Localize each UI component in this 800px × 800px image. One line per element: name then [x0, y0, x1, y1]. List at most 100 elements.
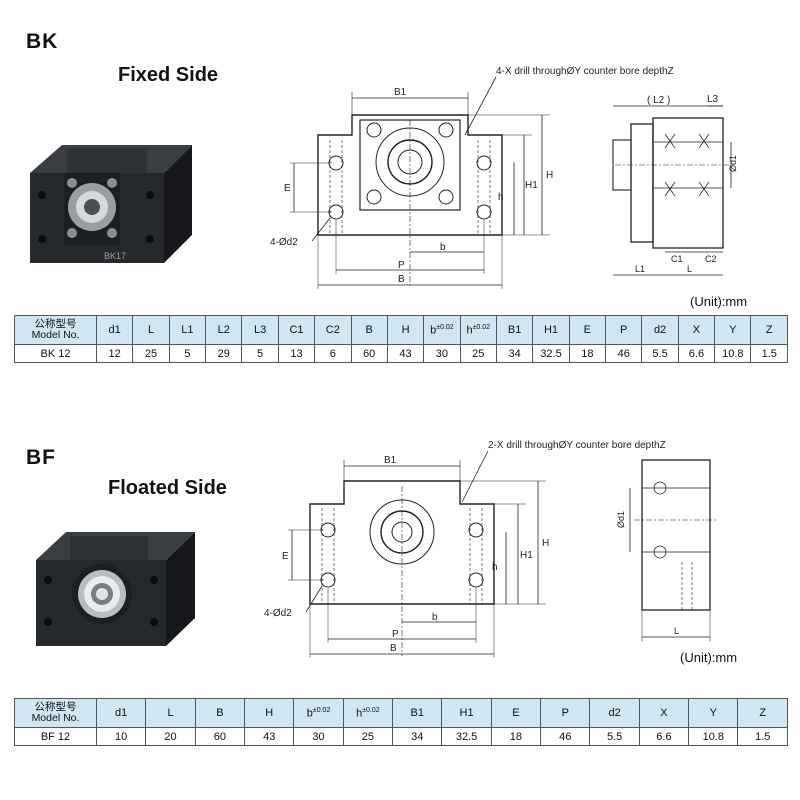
- bf-dim-l: L: [674, 626, 679, 636]
- bk-cell: 32.5: [532, 344, 570, 363]
- bk-cell: 46: [605, 344, 643, 363]
- bk-header-b: B: [350, 315, 388, 345]
- bk-header-h-small: h±0.02: [459, 315, 497, 345]
- bk-header-x: X: [677, 315, 716, 345]
- bk-cell: 5.5: [641, 344, 679, 363]
- bf-header-e: E: [490, 698, 542, 728]
- bk-cell: 10.8: [714, 344, 752, 363]
- bk-dim-h: h: [498, 192, 504, 203]
- bf-cell: 1.5: [737, 727, 788, 746]
- bk-header-h1: H1: [532, 315, 570, 345]
- bk-header-e: E: [568, 315, 607, 345]
- bk-dim-h1: H1: [525, 180, 538, 191]
- bk-part-marking: BK17: [104, 251, 126, 261]
- bk-header-h: H: [386, 315, 425, 345]
- bf-section-tag: BF: [26, 446, 56, 469]
- bf-dim-p: P: [392, 629, 399, 640]
- bk-header-b1: B1: [495, 315, 534, 345]
- bk-section-tag: BK: [26, 30, 59, 53]
- bf-side-drawing: Ød1 L: [616, 459, 716, 642]
- bk-cell: 29: [205, 344, 243, 363]
- bf-dim-b-total: B: [390, 643, 397, 654]
- bk-cell: 30: [423, 344, 461, 363]
- bk-cell: 25: [459, 344, 497, 363]
- bk-side-drawing: ( L2 ) L3 Ød1 C1 C2 L1 L: [612, 94, 738, 276]
- bk-cell: 43: [386, 344, 425, 363]
- bf-header-b: B: [194, 698, 246, 728]
- bf-dim-b: b: [432, 612, 438, 623]
- bf-front-drawing: 2-X drill throughØY counter bore depthZ …: [264, 440, 666, 658]
- bf-header-l: L: [145, 698, 196, 728]
- bk-header-l1: L1: [168, 315, 207, 345]
- bk-header-l3: L3: [241, 315, 279, 345]
- bf-cell: 5.5: [589, 727, 640, 746]
- bf-cell: 6.6: [638, 727, 690, 746]
- bf-header-h: H: [244, 698, 295, 728]
- bf-unit-label: (Unit):mm: [680, 650, 738, 665]
- bk-dim-b: b: [440, 242, 446, 253]
- bf-cell: 46: [540, 727, 591, 746]
- bk-header-d1: d1: [95, 315, 134, 345]
- bk-cell: 6.6: [677, 344, 716, 363]
- bf-cell: 18: [490, 727, 542, 746]
- bf-dim-b1: B1: [384, 455, 397, 466]
- bf-cell: 34: [392, 727, 443, 746]
- bf-dim-e: E: [282, 551, 289, 562]
- bk-cell: BK 12: [14, 344, 97, 363]
- bk-front-drawing: 4-X drill throughØY counter bore depthZ …: [270, 66, 674, 289]
- bk-subtitle: Fixed Side: [118, 64, 219, 86]
- bk-dim-c1: C1: [671, 254, 683, 264]
- bk-cell: 1.5: [750, 344, 788, 363]
- bf-cell: 43: [244, 727, 295, 746]
- bk-header-b-small: b±0.02: [423, 315, 461, 345]
- bk-header-l2: L2: [205, 315, 243, 345]
- bk-dim-p: P: [398, 260, 405, 271]
- bk-dim-d1: Ød1: [728, 155, 738, 172]
- bk-dim-l1: L1: [635, 264, 645, 274]
- bk-dim-b-total: B: [398, 274, 405, 285]
- bf-header-h-small: h±0.02: [342, 698, 394, 728]
- bk-header-l: L: [132, 315, 170, 345]
- bf-header-b1: B1: [392, 698, 443, 728]
- bk-drill-note: 4-X drill throughØY counter bore depthZ: [496, 66, 674, 77]
- bk-header-d2: d2: [641, 315, 679, 345]
- bf-cell: 60: [194, 727, 246, 746]
- bk-dim-l2: ( L2 ): [647, 95, 670, 106]
- bk-cell: 12: [95, 344, 134, 363]
- bf-header-x: X: [638, 698, 690, 728]
- bf-cell: 10: [95, 727, 147, 746]
- bk-header-c1: C1: [277, 315, 316, 345]
- bf-cell: 32.5: [441, 727, 492, 746]
- bf-header-b-small: b±0.02: [293, 698, 344, 728]
- bk-unit-label: (Unit):mm: [690, 294, 748, 309]
- bk-bolt-note: 4-Ød2: [270, 237, 298, 248]
- bk-cell: 60: [350, 344, 388, 363]
- bk-cell: 18: [568, 344, 607, 363]
- bk-cell: 13: [277, 344, 316, 363]
- bk-cell: 25: [132, 344, 170, 363]
- bf-product-image: [36, 532, 195, 646]
- bf-header-y: Y: [688, 698, 739, 728]
- bf-cell: 25: [342, 727, 394, 746]
- bf-subtitle: Floated Side: [108, 477, 227, 499]
- bf-dim-h: h: [492, 562, 498, 573]
- bf-header-d2: d2: [589, 698, 640, 728]
- bk-cell: 6: [314, 344, 352, 363]
- bk-cell: 5: [168, 344, 207, 363]
- bk-table-row: BK 12 12 25 5 29 5 13 6 60 43 30 25 34 3…: [14, 344, 788, 363]
- bf-cell: BF 12: [14, 727, 97, 746]
- bk-cell: 5: [241, 344, 279, 363]
- bf-bolt-note: 4-Ød2: [264, 608, 292, 619]
- bf-dim-d1: Ød1: [616, 511, 626, 528]
- bk-cell: 34: [495, 344, 534, 363]
- bf-drill-note: 2-X drill throughØY counter bore depthZ: [488, 440, 666, 451]
- bf-header-z: Z: [737, 698, 788, 728]
- bf-header-d1: d1: [95, 698, 147, 728]
- bk-product-image: BK17: [30, 145, 192, 263]
